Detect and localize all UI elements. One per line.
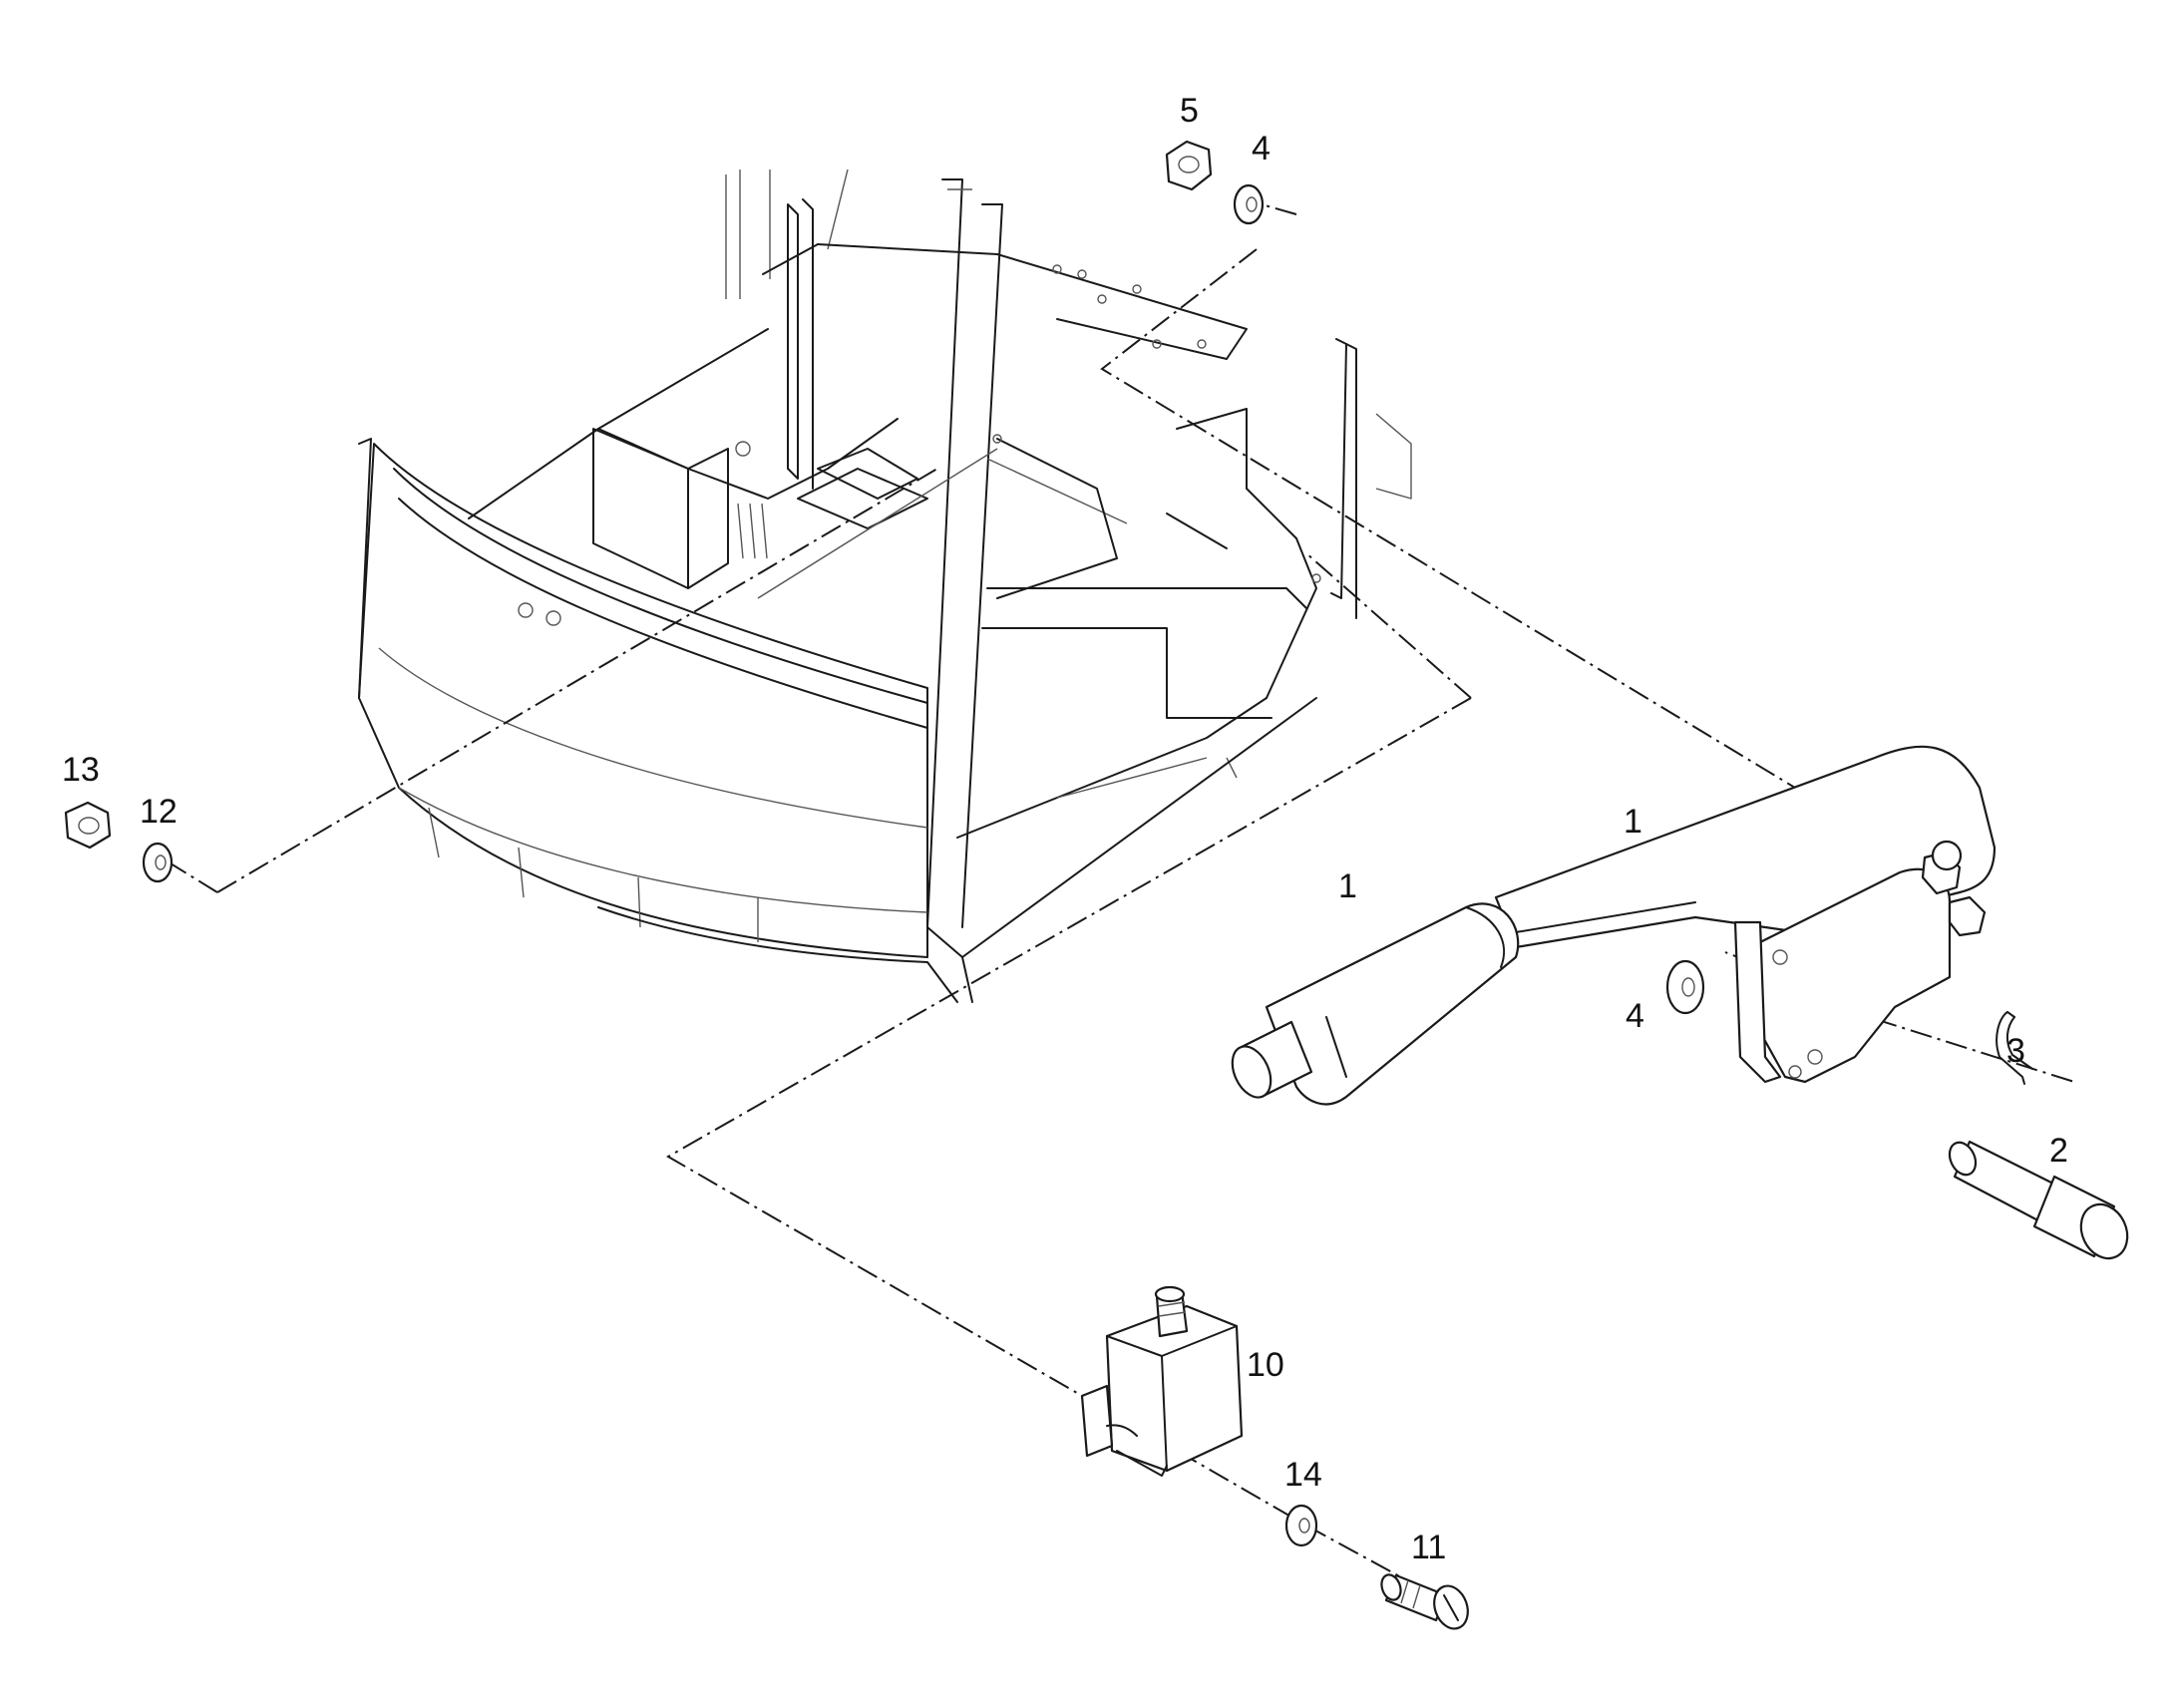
callout-1-lever: 1 (1624, 803, 1642, 841)
screw-part-11 (1380, 1573, 1469, 1630)
callout-13: 13 (62, 751, 100, 789)
callout-11: 11 (1411, 1529, 1446, 1566)
microswitch-part-10 (1080, 1285, 1244, 1477)
callout-5: 5 (1180, 92, 1199, 130)
callout-2: 2 (2049, 1132, 2068, 1170)
hex-nut-part-13 (64, 801, 112, 850)
callout-14: 14 (1284, 1456, 1322, 1494)
callout-3: 3 (2006, 1032, 2025, 1070)
hex-nut-part-5 (1165, 140, 1213, 191)
callout-4-middle: 4 (1626, 997, 1644, 1035)
pivot-pin-part-2 (1948, 1140, 2129, 1260)
callout-12: 12 (140, 793, 178, 831)
cotter-pin-part-3 (1996, 1011, 2033, 1085)
callout-10: 10 (1247, 1346, 1284, 1384)
washer-part-4-top (1233, 183, 1265, 225)
washer-part-4-middle (1665, 959, 1705, 1015)
truck-chassis-frame (358, 169, 1412, 1003)
callout-4-top: 4 (1252, 130, 1271, 168)
washer-part-12 (142, 842, 174, 883)
callout-labels: 5 4 13 12 1 1 4 3 2 10 14 11 (62, 92, 2068, 1566)
parking-brake-lever-part-1 (1231, 745, 1997, 1106)
washer-part-14 (1284, 1504, 1318, 1547)
callout-1-grip: 1 (1338, 867, 1357, 905)
